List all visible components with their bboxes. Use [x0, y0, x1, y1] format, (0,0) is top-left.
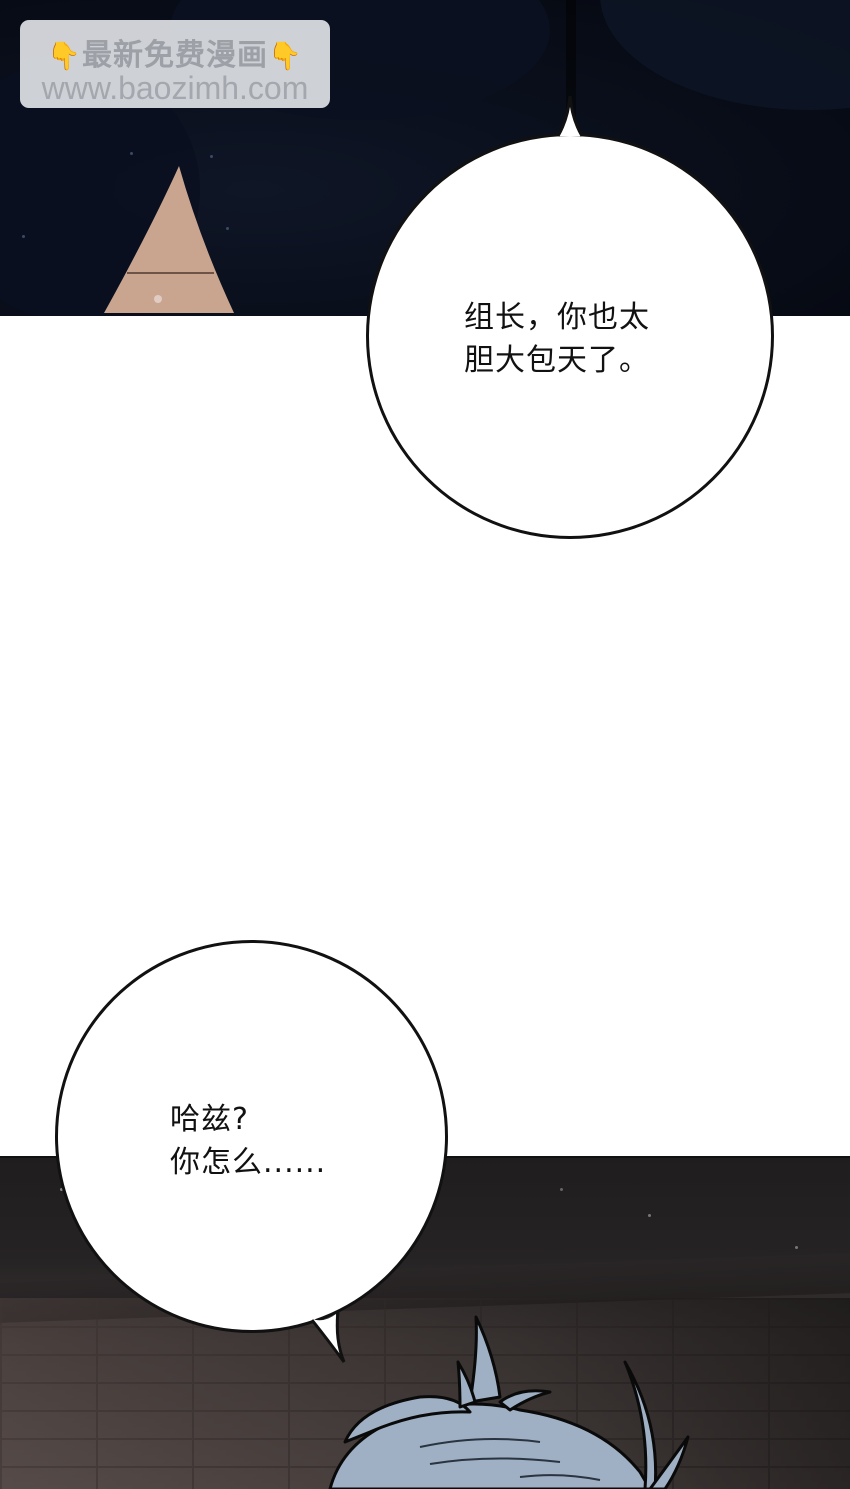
- speech-bubble-tail: [556, 95, 584, 137]
- character-hair: [328, 1315, 690, 1489]
- speech-bubble: 哈兹? 你怎么......: [55, 940, 448, 1333]
- sparkle: [795, 1246, 798, 1249]
- bubble-dialogue: 哈兹? 你怎么......: [170, 1102, 327, 1180]
- pointing-down-hand-icon: 👇: [268, 41, 303, 72]
- speech-bubble: 组长，你也太 胆大包天了。: [366, 133, 774, 539]
- speech-bubble-tail: [310, 1311, 346, 1363]
- sparkle: [210, 155, 213, 158]
- comic-panel-top: 👇最新免费漫画👇 www.baozimh.com: [0, 0, 850, 316]
- bubble-dialogue: 组长，你也太 胆大包天了。: [464, 300, 650, 378]
- cloak-seam: [566, 0, 576, 150]
- watermark-badge: 👇最新免费漫画👇 www.baozimh.com: [20, 20, 330, 108]
- sparkle: [648, 1214, 651, 1217]
- sparkle: [22, 235, 25, 238]
- watermark-url: www.baozimh.com: [41, 70, 309, 106]
- skin-triangle-figure: [104, 166, 234, 313]
- sparkle: [560, 1188, 563, 1191]
- sparkle: [130, 152, 133, 155]
- watermark-title: 👇最新免费漫画👇: [47, 38, 303, 73]
- pointing-down-hand-icon: 👇: [47, 41, 82, 72]
- sparkle: [226, 227, 229, 230]
